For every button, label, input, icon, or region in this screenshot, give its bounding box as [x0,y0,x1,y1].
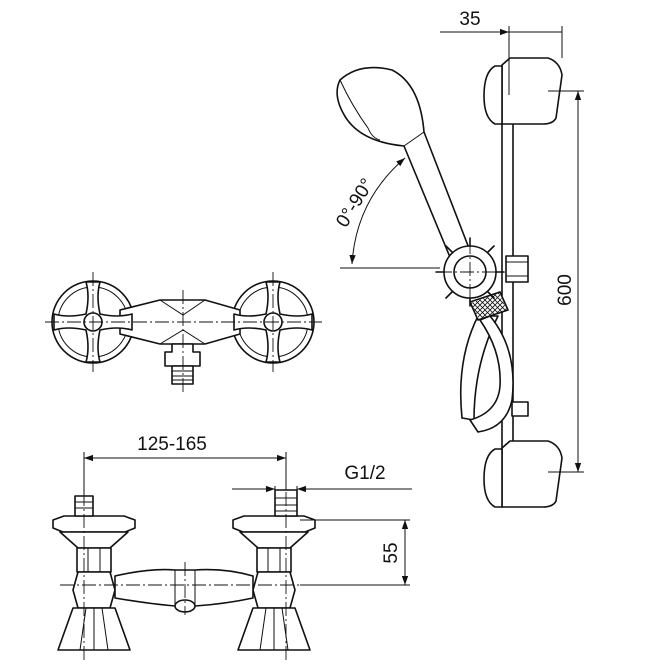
height-offset-label: 55 [381,542,402,563]
shower-rail-set [336,57,563,508]
dimension-center-distance: 125-165 [83,434,287,500]
dimension-rail-length: 600 [548,90,584,473]
dimension-height-offset: 55 [300,519,410,586]
tilt-angle-label: 0°-90° [332,175,378,231]
thread-label: G1/2 [344,463,385,484]
dimension-rail-depth: 35 [440,9,563,95]
mixer-top-view [45,272,322,392]
rail-length-label: 600 [555,274,576,306]
rail-depth-label: 35 [459,9,480,30]
dimension-thread: G1/2 [232,463,412,496]
mixer-side-view [52,470,320,660]
center-distance-label: 125-165 [137,434,207,455]
